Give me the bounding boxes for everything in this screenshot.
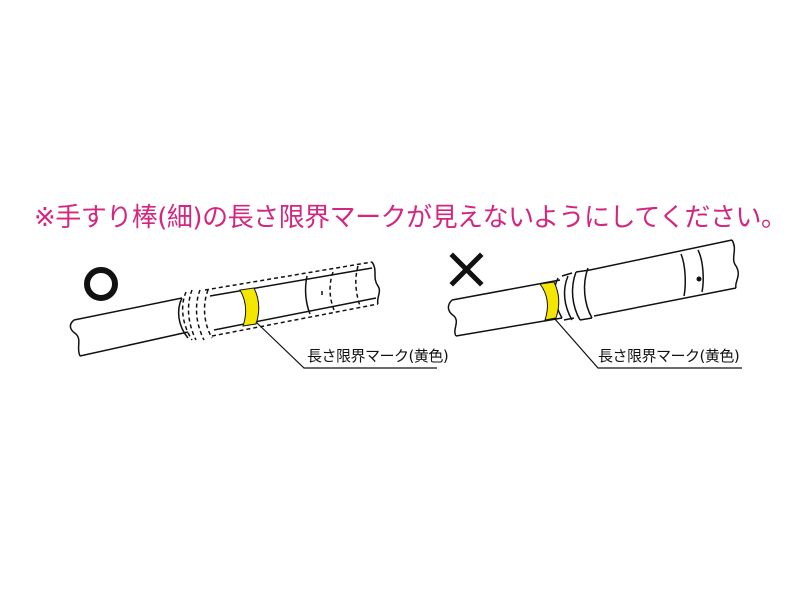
correct-symbol-icon <box>84 267 118 301</box>
incorrect-pipe-drawing <box>447 239 739 337</box>
correct-leader-line <box>255 321 437 369</box>
correct-pipe-drawing <box>69 261 381 357</box>
incorrect-leader-line <box>553 317 742 369</box>
incorrect-symbol-icon <box>449 252 484 287</box>
incorrect-mark-label: 長さ限界マーク(黄色) <box>598 347 740 365</box>
correct-length-limit-mark <box>239 287 260 327</box>
incorrect-length-limit-mark <box>539 281 560 321</box>
instruction-heading: ※手すり棒(細)の長さ限界マークが見えないようにしてください。 <box>34 203 787 233</box>
pin-hole-icon <box>696 276 702 282</box>
correct-mark-label: 長さ限界マーク(黄色) <box>307 347 449 365</box>
